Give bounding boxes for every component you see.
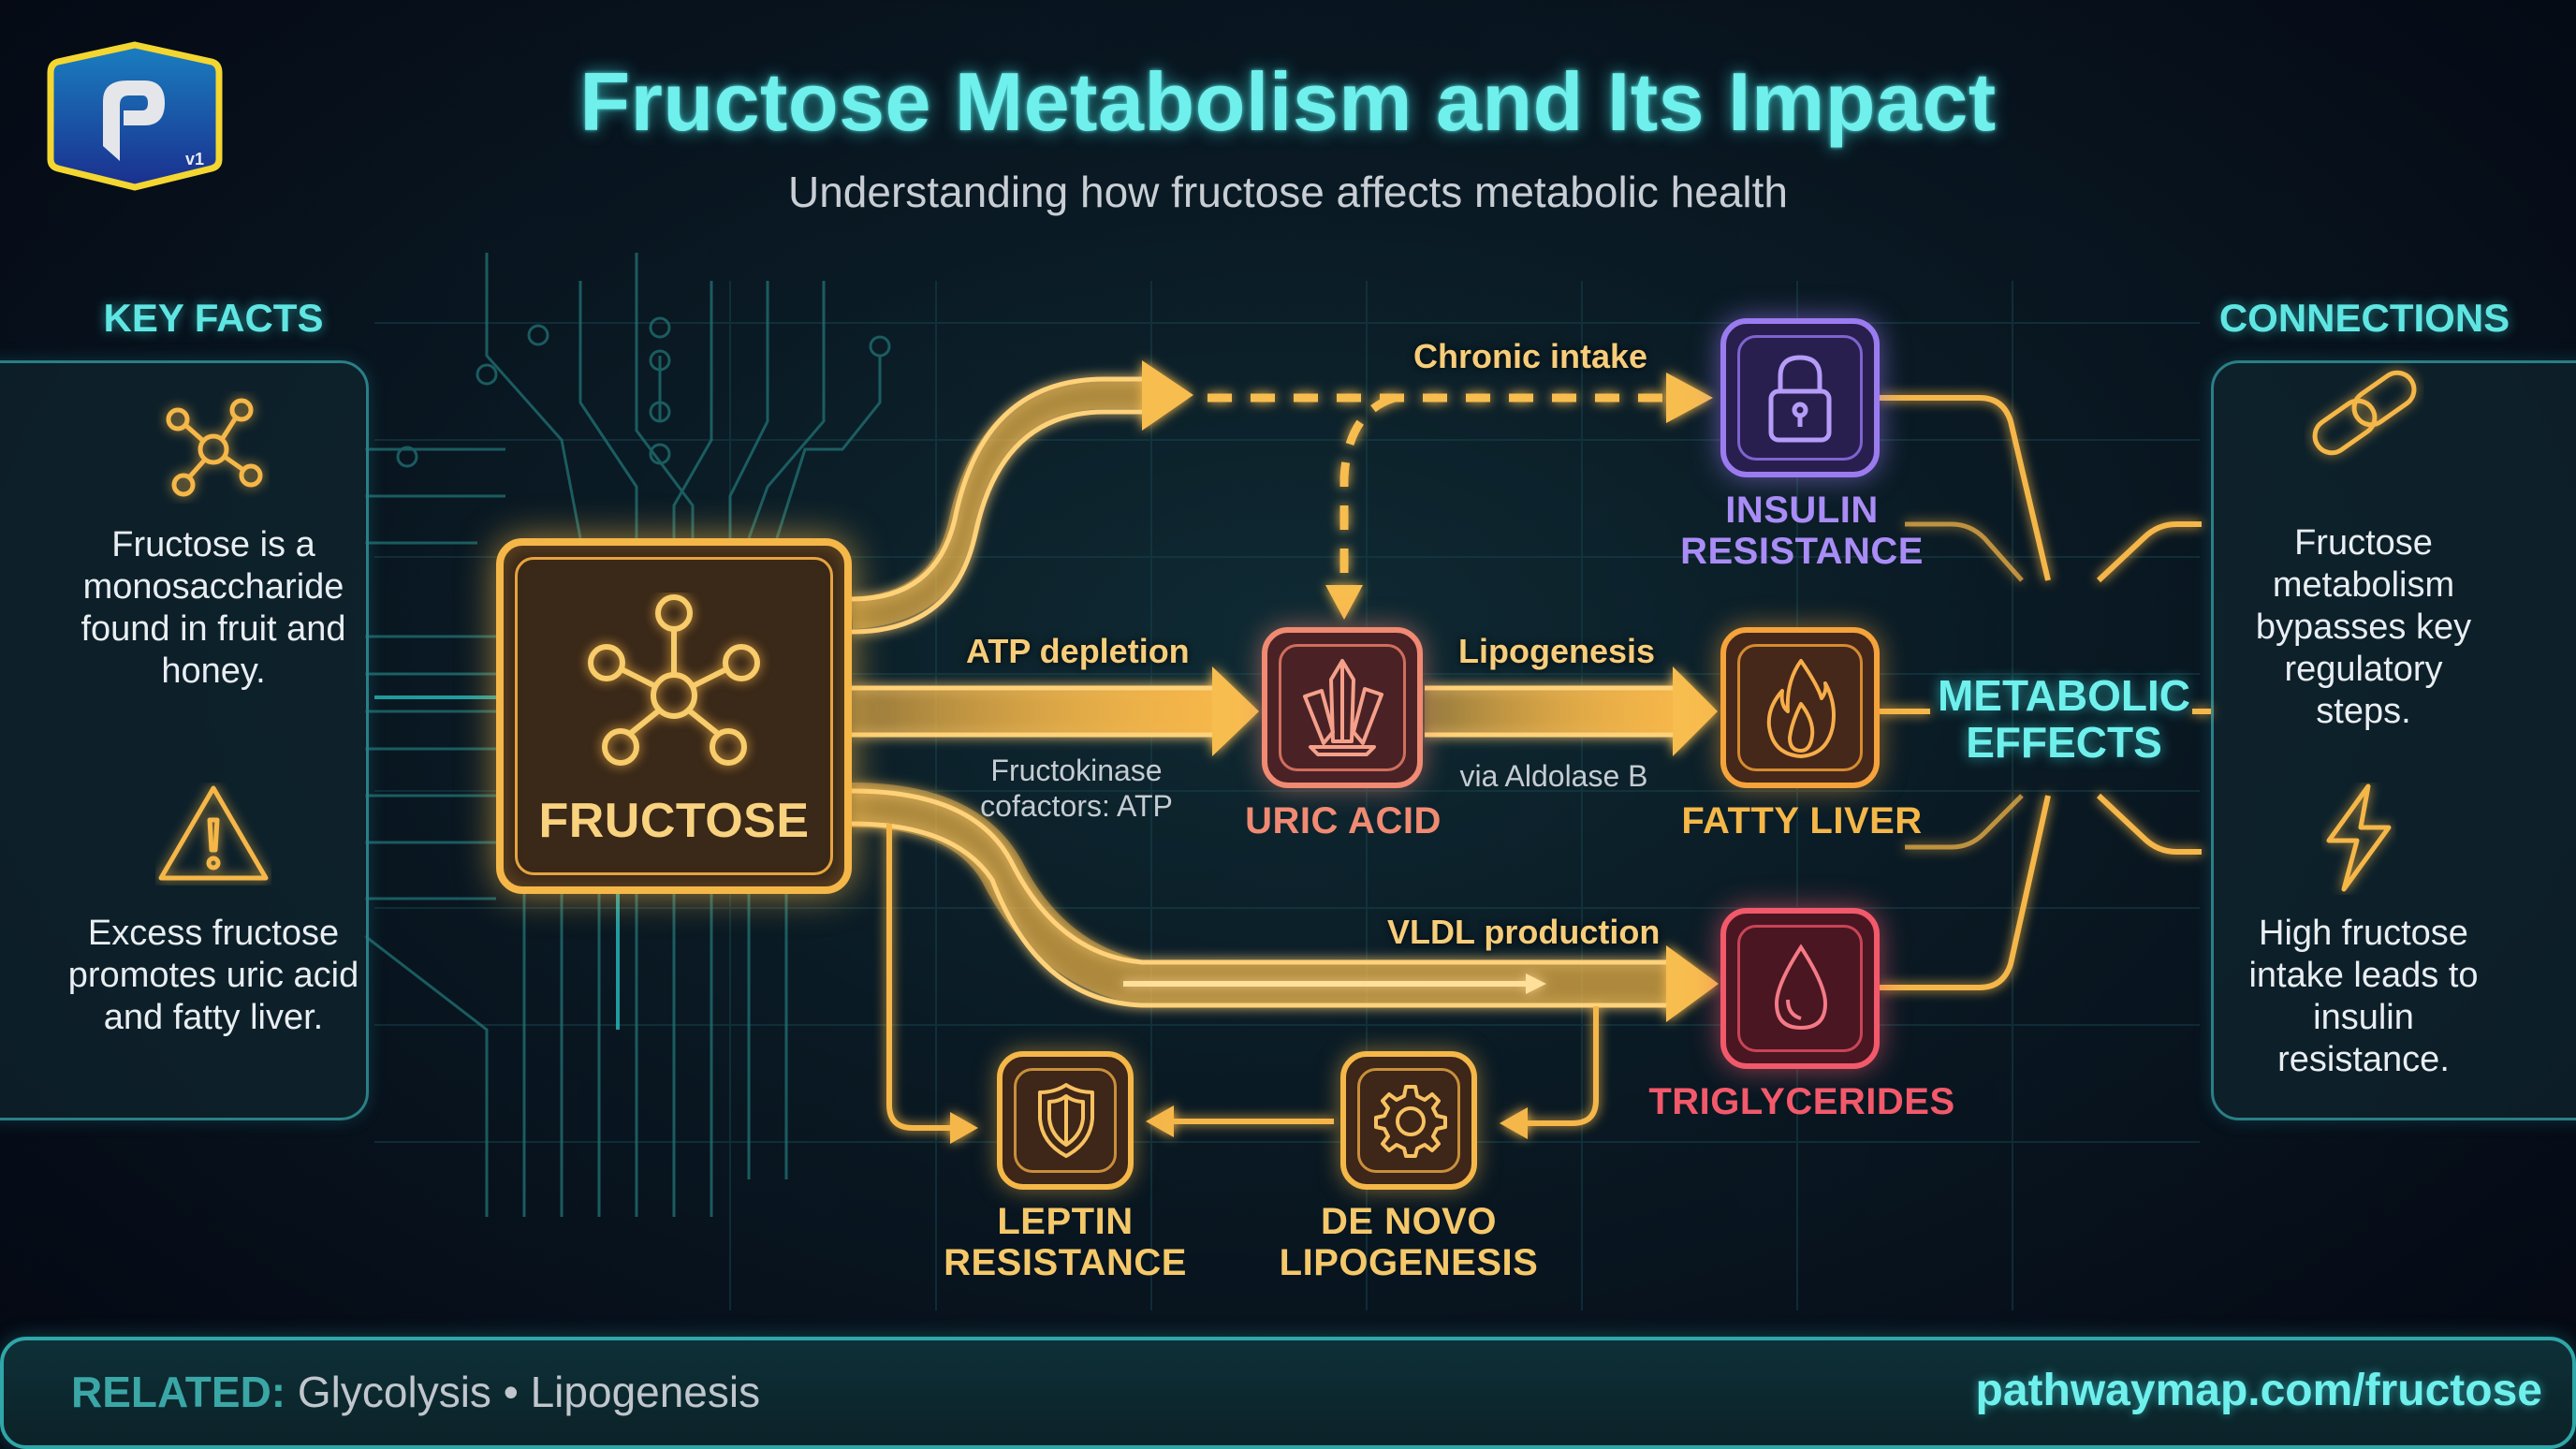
metabolic-label-line2: EFFECTS <box>1966 718 2162 767</box>
edge-sub-line1: Fructokinase <box>990 754 1163 787</box>
molecule-icon <box>588 594 760 766</box>
connection-1-text: Fructose metabolism bypasses key regulat… <box>2255 523 2472 731</box>
warning-icon <box>158 785 269 881</box>
node-fatty-liver[interactable] <box>1720 627 1880 788</box>
uric-acid-label: URIC ACID <box>1245 800 1442 842</box>
logo-version: v1 <box>185 150 205 168</box>
fructose-label: FRUCTOSE <box>538 794 810 848</box>
edge-label-lipogenesis: Lipogenesis <box>1458 632 1656 670</box>
leptin-resistance-label: LEPTIN RESISTANCE <box>927 1201 1204 1283</box>
flame-icon <box>1766 659 1836 758</box>
edge-label-atp-depletion: ATP depletion <box>966 632 1190 670</box>
insulin-label-line2: RESISTANCE <box>1680 531 1924 572</box>
key-fact-1-text: Fructose is a monosaccharide found in fr… <box>80 525 346 691</box>
metabolic-label-line1: METABOLIC <box>1937 671 2190 720</box>
footer-bar <box>0 1337 2576 1449</box>
key-fact-2-text: Excess fructose promotes uric acid and f… <box>67 914 359 1037</box>
node-uric-acid[interactable] <box>1262 627 1423 788</box>
related-label: RELATED: <box>71 1368 286 1416</box>
leptin-label-line2: RESISTANCE <box>944 1242 1187 1283</box>
lightning-icon <box>2326 783 2392 892</box>
insulin-label-line1: INSULIN <box>1725 490 1879 531</box>
droplet-icon <box>1774 944 1828 1031</box>
fatty-liver-label: FATTY LIVER <box>1681 800 1923 842</box>
leptin-label-line1: LEPTIN <box>997 1201 1134 1242</box>
shield-icon <box>1038 1083 1094 1158</box>
key-facts-panel <box>0 360 369 1120</box>
related-items[interactable]: Glycolysis • Lipogenesis <box>297 1368 761 1416</box>
connections-heading: CONNECTIONS <box>2218 296 2510 340</box>
footer-url-link[interactable]: pathwaymap.com/fructose <box>1975 1366 2542 1415</box>
de-novo-lipogenesis-label: DE NOVO LIPOGENESIS <box>1273 1201 1544 1283</box>
node-insulin-resistance[interactable] <box>1720 318 1880 477</box>
edge-sub-fructokinase: Fructokinase cofactors: ATP <box>964 753 1189 824</box>
insulin-resistance-label: INSULIN RESISTANCE <box>1666 490 1938 572</box>
page-title: Fructose Metabolism and Its Impact <box>579 55 1997 148</box>
app-logo: v1 <box>45 41 225 191</box>
edge-sub-aldolase: via Aldolase B <box>1459 759 1648 793</box>
node-de-novo-lipogenesis[interactable] <box>1340 1051 1477 1190</box>
node-leptin-resistance[interactable] <box>997 1051 1134 1190</box>
node-triglycerides[interactable] <box>1720 908 1880 1069</box>
edge-label-vldl: VLDL production <box>1387 913 1661 951</box>
key-facts-heading: KEY FACTS <box>103 296 324 340</box>
metabolic-effects-hub: METABOLIC EFFECTS <box>1928 672 2200 766</box>
page-subtitle: Understanding how fructose affects metab… <box>788 168 1788 216</box>
node-fructose[interactable]: FRUCTOSE <box>496 538 852 894</box>
edge-label-chronic-intake: Chronic intake <box>1413 337 1648 375</box>
padlock-icon <box>1768 355 1832 443</box>
de-novo-label-line1: DE NOVO <box>1321 1201 1497 1242</box>
crystal-icon <box>1303 659 1383 756</box>
molecule-icon <box>166 398 263 497</box>
edge-sub-line2: cofactors: ATP <box>980 789 1173 823</box>
de-novo-label-line2: LIPOGENESIS <box>1279 1242 1539 1283</box>
footer-related: RELATED: Glycolysis • Lipogenesis <box>71 1367 760 1417</box>
connections-panel <box>2211 360 2576 1120</box>
gear-icon <box>1374 1085 1447 1158</box>
chain-link-icon <box>2312 370 2417 456</box>
connection-2-text: High fructose intake leads to insulin re… <box>2248 914 2479 1079</box>
triglycerides-label: TRIGLYCERIDES <box>1648 1081 1955 1122</box>
